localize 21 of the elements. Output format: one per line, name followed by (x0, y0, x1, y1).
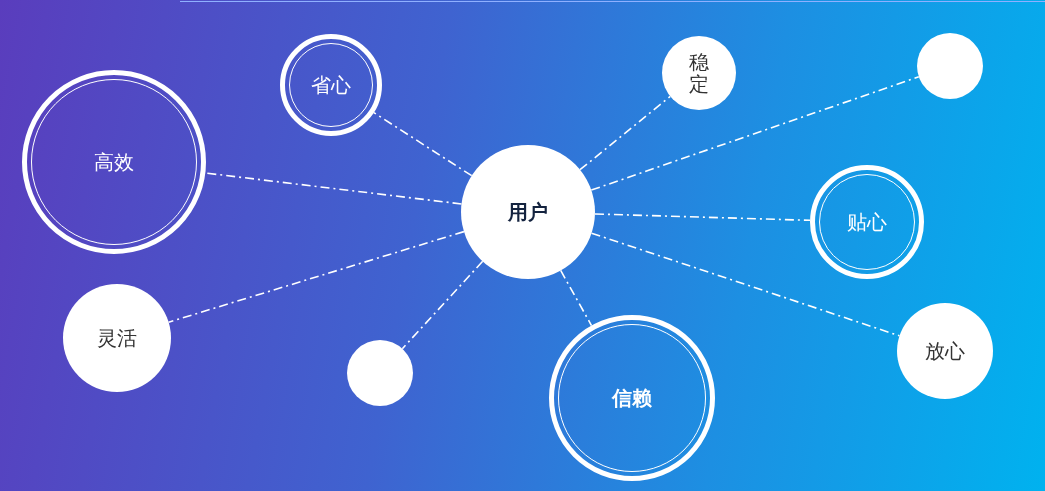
node-label: 贴心 (847, 208, 887, 236)
node-label: 灵活 (97, 324, 137, 352)
node-label: 高效 (94, 148, 134, 176)
node-label: 稳定 (689, 51, 709, 95)
node-label: 用户 (508, 198, 548, 226)
connector-line (204, 172, 463, 205)
connector-line (373, 111, 473, 177)
ring-circle-node (549, 315, 715, 481)
node-label: 信赖 (612, 384, 652, 412)
connector-line (167, 230, 465, 323)
node-label: 省心 (311, 71, 351, 99)
node-label: 放心 (925, 337, 965, 365)
connector-line (590, 76, 920, 191)
ring-circle-node (810, 165, 924, 279)
connector-line (590, 232, 901, 337)
ring-circle-node (22, 70, 206, 254)
ring-circle-node (280, 34, 382, 136)
connector-line (559, 269, 593, 327)
connector-line (401, 260, 484, 350)
connector-line (579, 95, 672, 171)
connector-line (594, 213, 811, 222)
